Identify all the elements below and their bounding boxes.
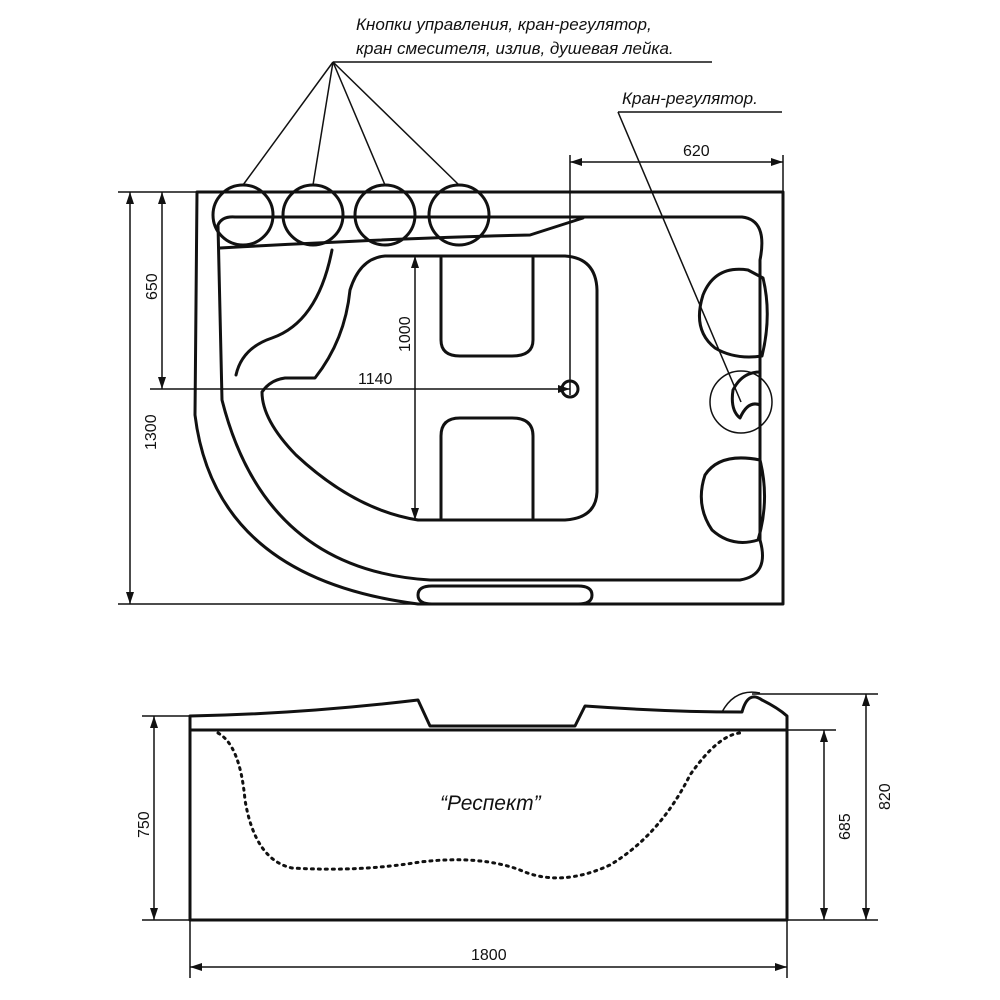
control-button-1 [211,183,275,247]
valve-circle [709,370,773,434]
control-button-2 [281,183,345,247]
dim-1800-label: 1800 [471,947,507,964]
arrow [150,716,158,728]
arrow [411,256,419,268]
headrest-lower [699,456,766,544]
dim-750-label: 750 [136,811,153,838]
leader-line [332,61,386,186]
controls-annotation-line1: Кнопки управления, кран-регулятор, [356,15,652,34]
control-button-3 [353,183,417,247]
arrow [570,158,582,166]
valve-annotation: Кран-регулятор. [622,89,758,108]
arrow [411,508,419,520]
dim-620-label: 620 [683,143,710,160]
arrow [862,694,870,706]
arrow [558,385,570,393]
arrow [820,908,828,920]
arrow [775,963,787,971]
controls-annotation-line2: кран смесителя, излив, душевая лейка. [356,39,674,58]
tub-outer-rim [193,190,785,606]
headrest-middle [730,370,762,420]
arrow [862,908,870,920]
arrow [158,192,166,204]
leader-line [242,61,334,186]
basin-profile-dotted [216,731,742,880]
arrow [190,963,202,971]
dim-685-label: 685 [837,813,854,840]
arrow [126,592,134,604]
headrest-side [721,691,761,713]
arrow [126,192,134,204]
arrow [820,730,828,742]
seat-bump-upper [439,256,535,358]
dim-1300-label: 1300 [143,414,160,450]
leader-line [312,61,334,186]
headrest-upper [698,267,769,359]
tub-side-rim [188,695,789,732]
control-shelf-edge [218,216,585,250]
dim-650-label: 650 [144,273,161,300]
tub-side-panel [188,728,789,922]
overflow-grip [416,584,594,606]
dim-820-label: 820 [877,783,894,810]
top-view: Кнопки управления, кран-регулятор, кран … [118,15,785,606]
model-name-label: “Респект” [440,792,542,815]
dim-1000-label: 1000 [397,316,414,352]
armrest-contour [234,248,334,377]
arrow [158,377,166,389]
dim-1140-label: 1140 [358,371,393,388]
leader-line [332,61,460,186]
arrow [771,158,783,166]
seat-bump-lower [439,416,535,520]
arrow [150,908,158,920]
seat-recess [260,254,599,522]
side-view: “Респект” 750 685 820 1800 [136,691,894,978]
tub-inner-basin [216,215,764,582]
leader-line [617,111,742,403]
